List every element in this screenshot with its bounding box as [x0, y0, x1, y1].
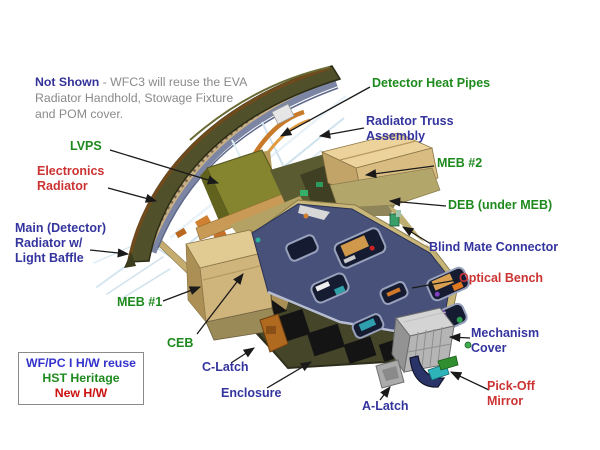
label-detector-heat-pipes: Detector Heat Pipes — [372, 76, 491, 90]
blind-mate-connector-shape — [389, 210, 401, 227]
not-shown-note-prefix: Not Shown — [35, 75, 100, 89]
label-ceb: CEB — [167, 336, 194, 350]
label-main-detector-radiator: Main (Detector) Radiator w/ Light Baffle — [15, 221, 106, 265]
label-mechanism-cover: Mechanism Cover — [471, 326, 540, 355]
a-latch-fitting-shape — [375, 359, 405, 389]
label-blind-mate-connector: Blind Mate Connector — [429, 240, 559, 254]
legend-item-hst-heritage: HST Heritage — [42, 371, 120, 385]
label-enclosure: Enclosure — [221, 386, 282, 400]
label-electronics-radiator: Electronics Radiator — [37, 164, 105, 193]
enclosure-shape — [251, 291, 425, 370]
label-radiator-truss-assembly: Radiator Truss Assembly — [366, 114, 454, 143]
not-shown-note: Not Shown - WFC3 will reuse the EVA Radi… — [35, 74, 253, 122]
pick-off-mirror-shape — [409, 355, 459, 388]
label-c-latch: C-Latch — [202, 360, 249, 374]
label-pick-off-mirror: Pick-Off Mirror — [487, 379, 535, 408]
label-meb-1: MEB #1 — [117, 295, 163, 309]
label-deb-under-meb: DEB (under MEB) — [448, 198, 553, 212]
c-latch-fitting-shape — [259, 313, 289, 353]
legend-item-wfpc-reuse: WF/PC I H/W reuse — [26, 356, 136, 370]
legend-item-new-hw: New H/W — [54, 386, 108, 400]
not-shown-note-text: - WFC3 will reuse the EVA Radiator Handh… — [35, 75, 247, 121]
label-meb-2: MEB #2 — [437, 156, 483, 170]
hardware-legend-box: WF/PC I H/W reuse HST Heritage New H/W — [18, 352, 144, 405]
label-a-latch: A-Latch — [362, 399, 409, 413]
main-radiator-shape — [124, 65, 342, 268]
leader-arrows — [89, 86, 490, 401]
label-optical-bench: Optical Bench — [459, 271, 544, 285]
label-lvps: LVPS — [70, 139, 102, 153]
optical-bench-shape — [251, 203, 472, 349]
meb1-box-shape — [185, 229, 291, 341]
